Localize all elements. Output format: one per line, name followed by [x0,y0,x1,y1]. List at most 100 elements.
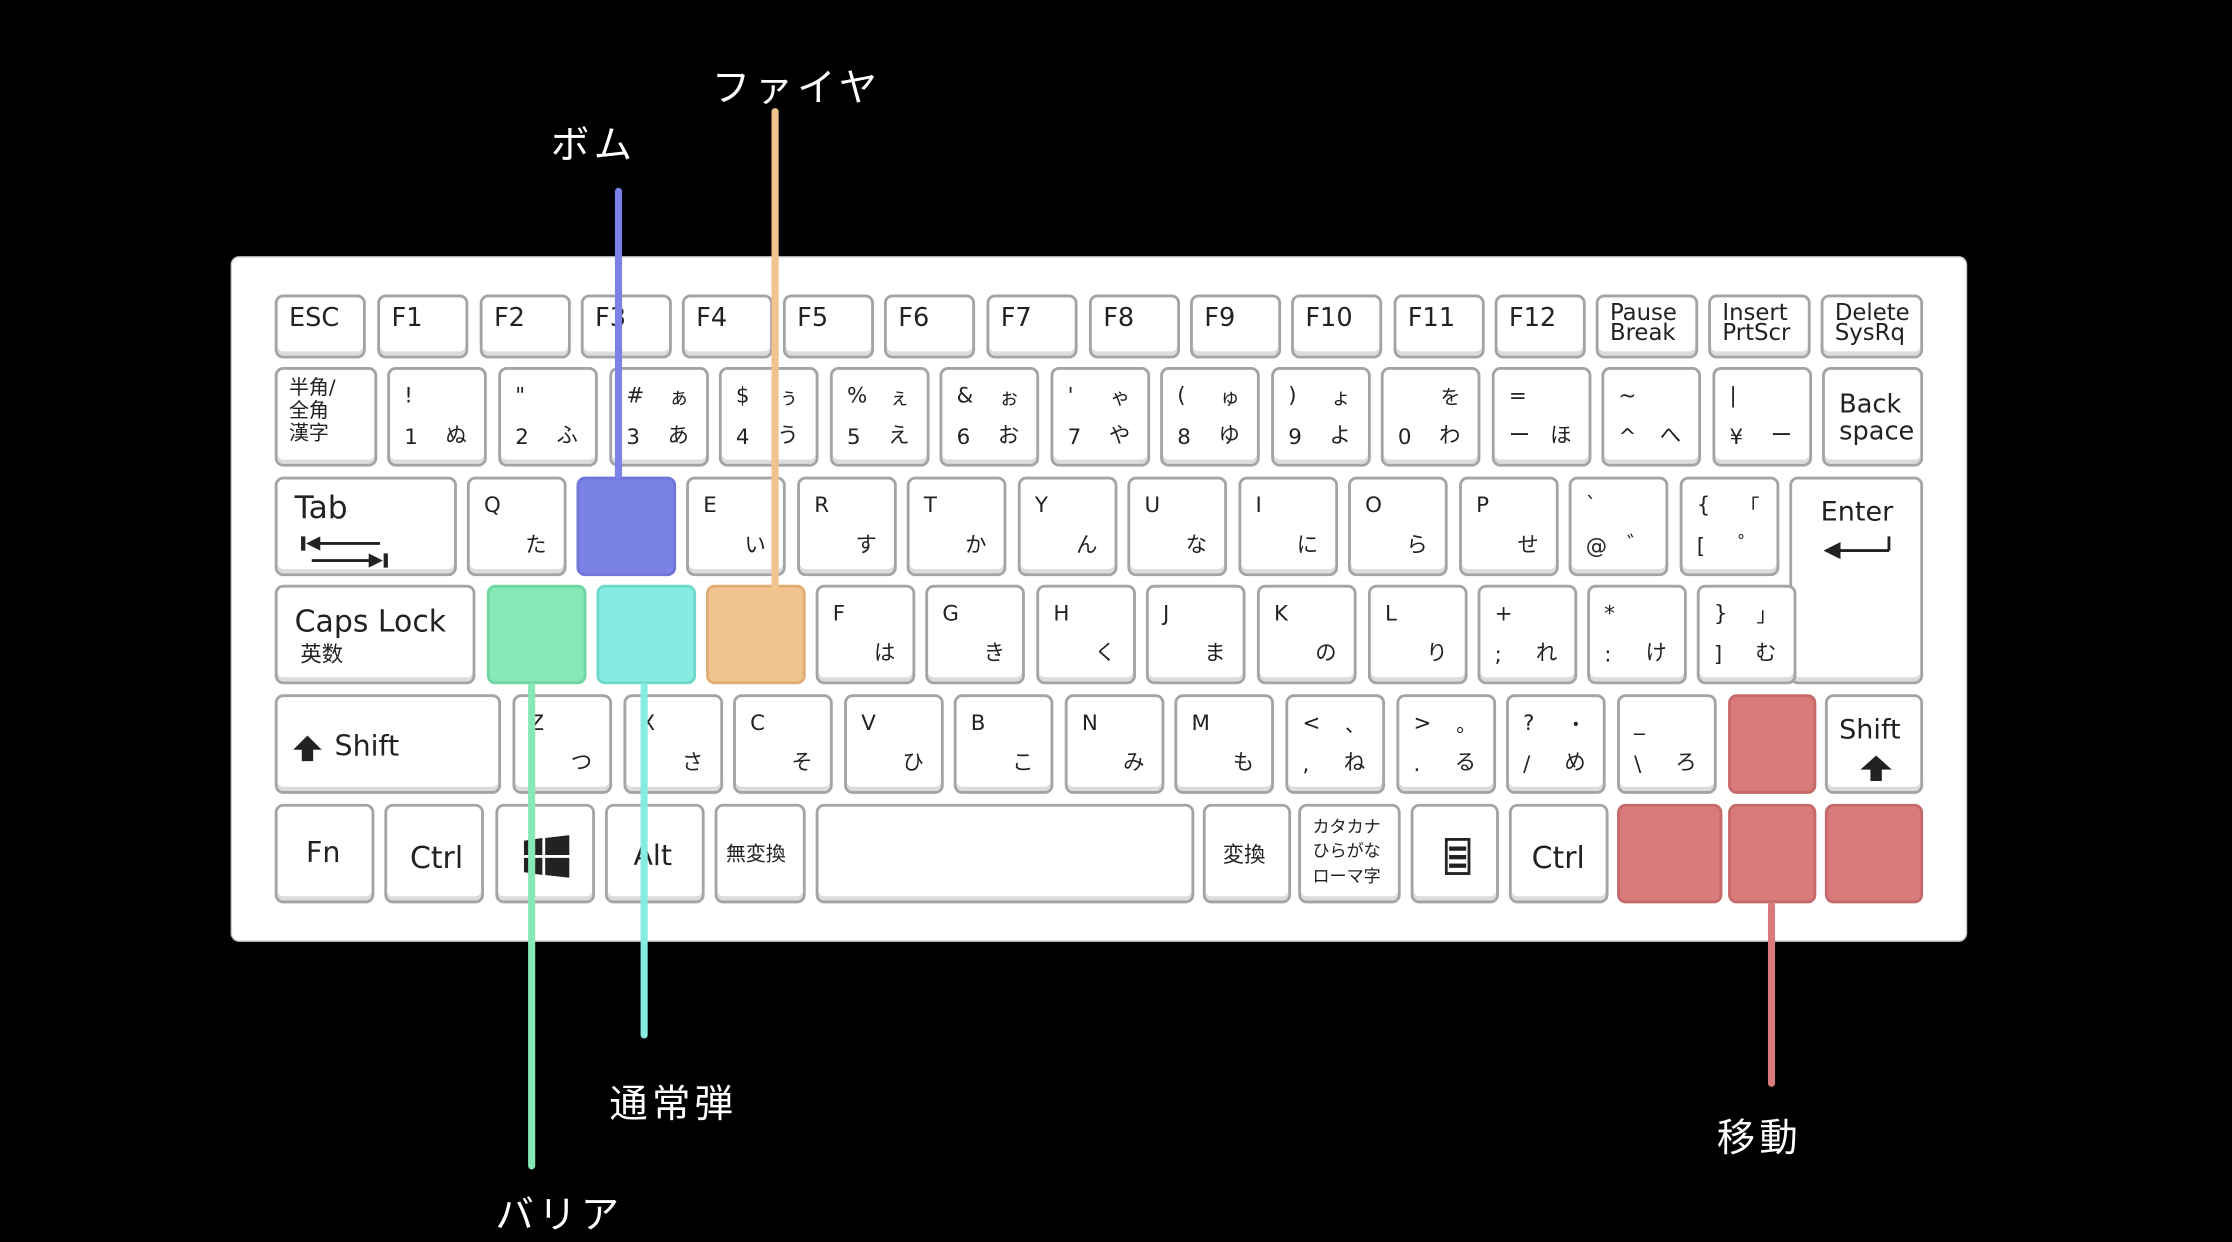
normal-bullet-callout-line [640,682,648,1039]
key-lbracket: {「[゜ [1679,476,1780,577]
barrier-callout-label: バリア [495,1193,624,1238]
key-right-ctrl: Ctrl [1508,803,1609,904]
key-muhenkan: 無変換 [714,803,806,904]
key-f3: F3 [580,294,672,359]
key-f7: F7 [986,294,1078,359]
key-fn: Fn [274,803,375,904]
key-pause: Pause Break [1595,294,1699,359]
key-backslash: _\ろ [1617,694,1717,794]
normal-bullet-callout-label: 通常弾 [609,1082,738,1127]
key-yen: |¥ー [1712,367,1813,467]
key-w-bomb [576,476,677,577]
key-d-fire [706,584,806,685]
key-menu [1410,803,1499,904]
key-f1: F1 [377,294,469,359]
key-f9: F9 [1190,294,1282,359]
key-alt: Alt [604,803,705,904]
barrier-callout-line [528,682,536,1170]
key-colon: *:け [1587,584,1687,685]
move-callout-label: 移動 [1716,1116,1803,1161]
key-f2: F2 [479,294,571,359]
shift-arrow-icon [293,735,322,762]
key-at: `@゛ [1568,476,1669,577]
tab-arrows-icon [301,536,388,568]
key-windows [495,803,596,904]
key-henkan: 変換 [1202,803,1292,904]
key-left-ctrl: Ctrl [384,803,484,904]
key-delete: Delete SysRq [1820,294,1924,359]
key-tab: Tab [274,476,457,577]
bomb-callout-line [614,187,623,480]
key-esc: ESC [274,294,366,359]
key-hankaku: 半角/ 全角 漢字 [274,367,378,467]
key-s-normal-bullet [596,584,697,685]
key-f8: F8 [1088,294,1181,359]
key-a-barrier [486,584,587,685]
key-arrow-right-move [1824,803,1924,904]
bomb-callout-label: ボム [550,123,637,168]
key-space [815,803,1195,904]
key-arrow-up-move [1728,694,1817,794]
key-semicolon: +;れ [1477,584,1578,685]
key-capslock: Caps Lock 英数 [274,584,476,685]
key-rbracket: }」]む [1696,584,1797,685]
key-period: >。.る [1396,694,1497,794]
key-katakana: カタカナ ひらがな ローマ字 [1298,803,1401,904]
key-arrow-down-move [1728,803,1817,904]
fire-callout-line [771,108,779,592]
shift-arrow-icon [1860,755,1892,782]
key-enter: Enter [1789,476,1924,685]
key-minus: =ーほ [1491,367,1592,467]
key-arrow-left-move [1617,803,1723,904]
key-left-shift: Shift [274,694,502,794]
key-f10: F10 [1291,294,1383,359]
key-slash: ?・/め [1506,694,1606,794]
key-right-shift: Shift [1824,694,1924,794]
key-f11: F11 [1393,294,1485,359]
key-comma: <、,ね [1285,694,1386,794]
menu-key-icon [1444,837,1471,875]
key-f4: F4 [681,294,773,359]
key-caret: ~^へ [1601,367,1702,467]
enter-arrow-icon [1823,536,1891,560]
fire-callout-label: ファイヤ [711,66,882,111]
key-f5: F5 [782,294,875,359]
key-insert: Insert PrtScr [1708,294,1811,359]
key-f6: F6 [883,294,976,359]
key-backspace: Back space [1822,367,1924,467]
key-f12: F12 [1494,294,1586,359]
move-callout-line [1767,901,1776,1087]
